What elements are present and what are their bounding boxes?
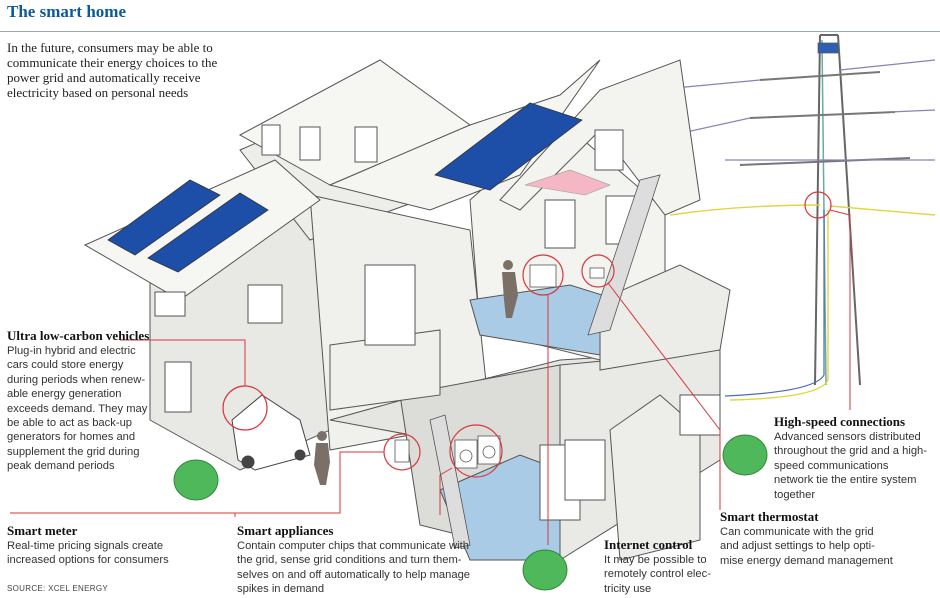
callout-line: Can communicate with the grid [720, 526, 874, 538]
callout-meter: Smart meter Real-time pricing signals cr… [7, 523, 227, 568]
callout-heading: Internet control [604, 537, 693, 552]
callout-line: tricity use [604, 582, 652, 595]
callout-line: spikes in demand [237, 583, 325, 596]
page-title: The smart home [7, 2, 126, 21]
callout-heading: Smart meter [7, 523, 78, 538]
callout-heading: Smart appliances [237, 523, 334, 538]
solar-panels [107, 102, 583, 273]
callout-line: generators for homes and [7, 431, 136, 444]
callout-line: throughout the grid and a high- [774, 445, 928, 458]
callout-line: speed communications [774, 459, 889, 472]
callout-line: Real-time pricing signals create [7, 540, 164, 552]
callout-line: It may be possible to [604, 554, 707, 566]
callout-line: Contain computer chips that communicate … [237, 540, 469, 552]
car-illustration [231, 394, 311, 471]
callout-line: exceeds demand. They may [7, 402, 148, 415]
skylight [524, 169, 611, 196]
meter-line [10, 451, 384, 514]
internet-marker [522, 254, 564, 296]
callout-heading: High-speed connections [774, 414, 906, 429]
callout-line: increased options for consumers [7, 554, 169, 567]
callout-heading: Smart thermostat [720, 509, 819, 524]
source-note: SOURCE: XCEL ENERGY [7, 584, 108, 593]
callout-line: able energy generation [7, 388, 122, 401]
staircase [587, 174, 661, 336]
callout-line: network tie the entire system [774, 474, 917, 487]
callout-appliances: Smart appliances Contain computer chips … [237, 523, 507, 597]
callout-vehicles: Ultra low-carbon vehicles Plug-in hybrid… [7, 328, 227, 474]
ramp [429, 414, 471, 549]
person-figures [314, 260, 518, 485]
callout-line: and adjust settings to help opti- [720, 540, 875, 553]
callout-line: cars could store energy [7, 359, 124, 372]
callout-line: remotely control elec- [604, 568, 711, 581]
callout-line: Plug-in hybrid and electric [7, 345, 136, 357]
callout-line: Advanced sensors distributed [774, 431, 921, 443]
shrubs [173, 434, 768, 591]
connection-marker [804, 191, 832, 219]
callout-line: peak demand periods [7, 460, 115, 473]
callout-line: the grid, sense grid conditions and turn… [237, 554, 462, 567]
appliance-line [439, 467, 453, 515]
callout-connections: High-speed connections Advanced sensors … [774, 414, 934, 502]
callout-line: selves on and off automatically to help … [237, 568, 471, 581]
callout-line: be able to act as back-up [7, 417, 133, 430]
connection-line [829, 209, 851, 410]
intro-text: In the future, consumers may be able to … [7, 40, 218, 100]
callout-line: together [774, 488, 816, 501]
callout-heading: Ultra low-carbon vehicles [7, 328, 150, 343]
vehicle-line [120, 339, 246, 386]
callout-line: during periods when renew- [7, 373, 146, 386]
windows [154, 124, 721, 521]
appliance-marker [449, 424, 503, 478]
thermostat-line [607, 282, 721, 510]
title-divider [0, 31, 940, 32]
callout-internet: Internet control It may be possible to r… [604, 537, 734, 596]
thermostat-marker [581, 254, 615, 288]
callout-thermostat: Smart thermostat Can communicate with th… [720, 509, 925, 568]
callout-line: mise energy demand management [720, 554, 893, 567]
callout-line: supplement the grid during [7, 445, 140, 458]
appliances-illustration [394, 264, 605, 469]
callout-lines [10, 209, 851, 545]
